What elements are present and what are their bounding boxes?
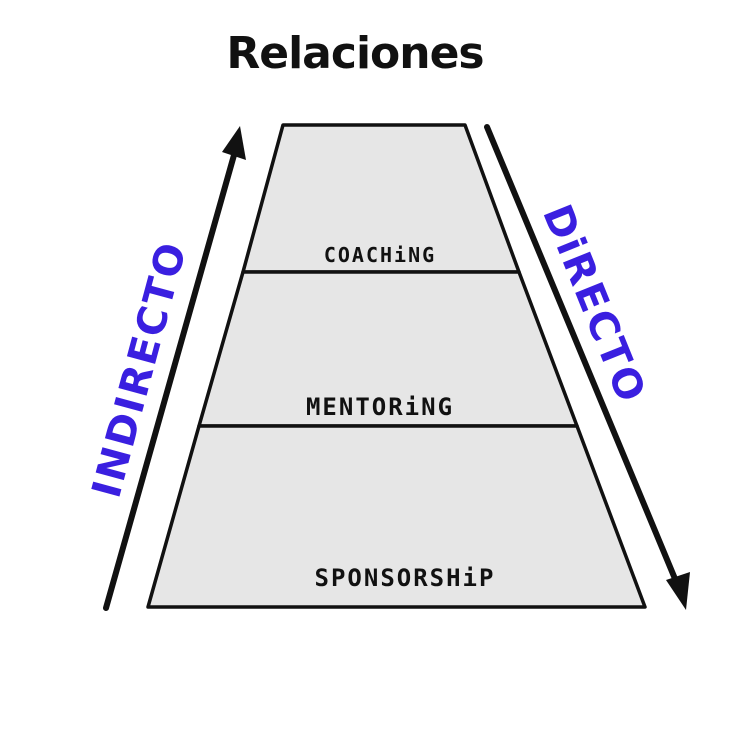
layer-label-coaching: COACHiNG xyxy=(324,243,436,267)
layer-sponsorship xyxy=(146,424,647,609)
right-arrow-shaft xyxy=(484,124,681,589)
right-arrow-head-icon xyxy=(666,572,690,610)
left-arrow-head-icon xyxy=(222,126,246,160)
right-arrow xyxy=(484,124,690,610)
pyramid xyxy=(146,123,647,609)
diagram-title: Relaciones xyxy=(226,28,483,79)
left-arrow-shaft xyxy=(103,145,239,611)
side-label-indirecto: INDIRECTO xyxy=(84,236,197,502)
left-arrow xyxy=(103,126,246,611)
layer-label-mentoring: MENTORiNG xyxy=(306,393,454,421)
layer-label-sponsorship: SPONSORSHiP xyxy=(315,564,496,592)
